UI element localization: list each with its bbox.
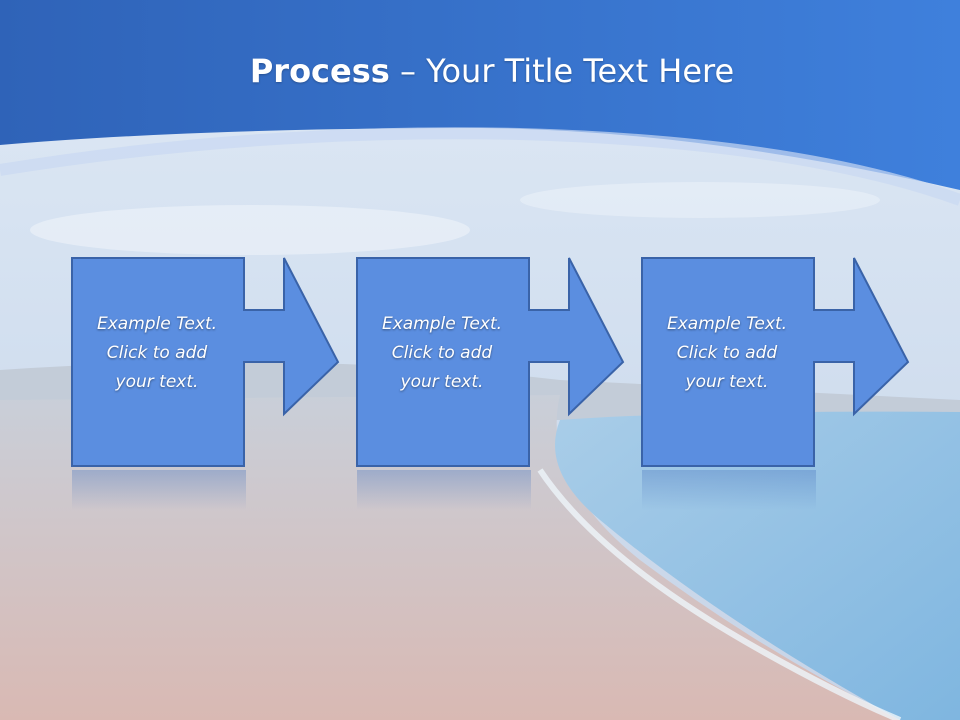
step-text: Example Text. Click to add your text. — [640, 310, 814, 397]
process-step-2[interactable]: Example Text. Click to add your text. — [355, 256, 625, 468]
step-line: Click to add — [106, 343, 208, 363]
title-bold: Process — [249, 52, 390, 90]
step-line: your text. — [115, 372, 199, 392]
step-text: Example Text. Click to add your text. — [70, 310, 244, 397]
step-arrow-shape — [356, 257, 625, 467]
step-reflection — [642, 470, 816, 510]
step-reflection — [357, 470, 531, 510]
step-arrow-shape — [641, 257, 910, 467]
step-line: your text. — [685, 372, 769, 392]
step-line: Click to add — [391, 343, 493, 363]
step-line: Example Text. — [666, 314, 788, 334]
step-reflection — [72, 470, 246, 510]
process-step-3[interactable]: Example Text. Click to add your text. — [640, 256, 910, 468]
step-arrow-shape — [71, 257, 340, 467]
step-line: Example Text. — [96, 314, 218, 334]
step-text: Example Text. Click to add your text. — [355, 310, 529, 397]
process-step-1[interactable]: Example Text. Click to add your text. — [70, 256, 340, 468]
title-rest: – Your Title Text Here — [389, 52, 735, 90]
slide-title: Process – Your Title Text Here — [0, 52, 960, 90]
step-line: your text. — [400, 372, 484, 392]
step-line: Click to add — [676, 343, 778, 363]
step-line: Example Text. — [381, 314, 503, 334]
